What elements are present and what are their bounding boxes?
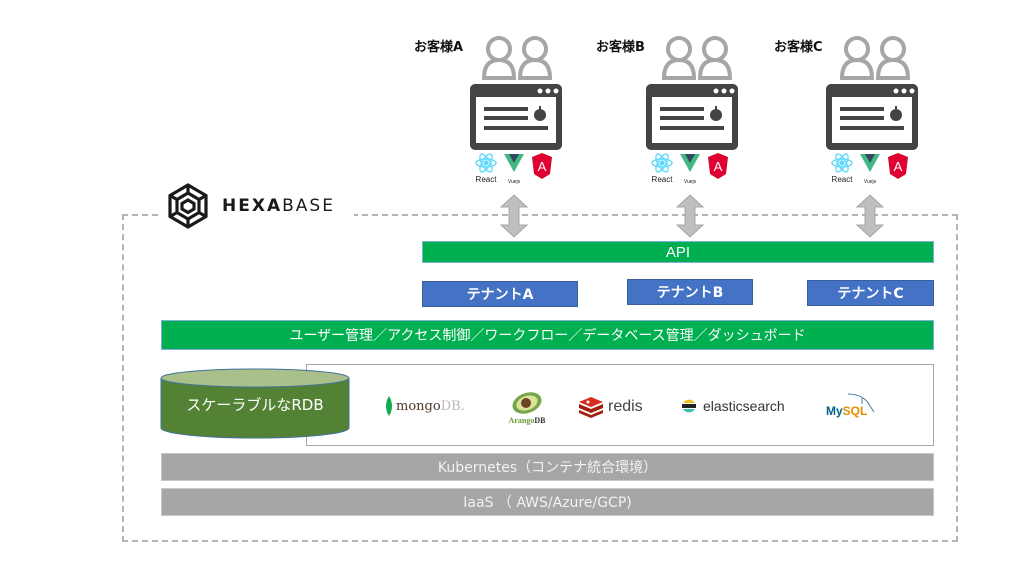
angular-icon: A	[708, 153, 728, 179]
customer-label: お客様A	[414, 40, 464, 55]
vue-icon	[860, 154, 880, 172]
svg-text:Vuejs: Vuejs	[684, 179, 697, 185]
api-layer: API	[422, 241, 934, 263]
svg-text:React: React	[652, 175, 674, 184]
frameworks-a: A React Vuejs	[472, 152, 562, 192]
functions-layer: ユーザー管理／アクセス制御／ワークフロー／データベース管理／ダッシュボード	[161, 320, 934, 350]
svg-text:A: A	[714, 159, 723, 174]
bidirectional-arrow-icon	[856, 194, 884, 238]
vue-icon	[504, 154, 524, 172]
bidirectional-arrow-icon	[676, 194, 704, 238]
customer-b: お客様B	[596, 36, 645, 55]
frameworks-b: A React Vuejs	[648, 152, 738, 192]
redis-cube-icon	[579, 397, 603, 418]
avocado-icon	[512, 392, 542, 414]
elasticsearch-logo: elasticsearch	[681, 398, 785, 414]
arangodb-logo: ArangoDB	[502, 390, 552, 425]
dolphin-icon	[847, 393, 875, 413]
customer-c: お客様C	[774, 36, 823, 55]
tenant-a: テナントA	[422, 281, 578, 307]
iaas-layer: IaaS （ AWS/Azure/GCP)	[161, 488, 934, 516]
bidirectional-arrow-icon	[500, 194, 528, 238]
hexabase-logo-icon	[168, 183, 208, 229]
customer-label: お客様C	[774, 40, 823, 55]
react-icon	[831, 153, 853, 173]
angular-icon: A	[888, 153, 908, 179]
redis-logo: redis	[578, 396, 643, 418]
angular-icon: A	[532, 153, 552, 179]
svg-text:A: A	[894, 159, 903, 174]
kubernetes-layer: Kubernetes（コンテナ統合環境）	[161, 453, 934, 481]
frameworks-c: A React Vuejs	[828, 152, 918, 192]
hexabase-wordmark: HEXABASE	[222, 196, 335, 216]
svg-text:Vuejs: Vuejs	[864, 179, 877, 185]
react-icon	[475, 153, 497, 173]
rdb-label: スケーラブルなRDB	[186, 396, 324, 414]
vue-icon	[680, 154, 700, 172]
svg-text:React: React	[476, 175, 498, 184]
web-app-icon	[646, 84, 738, 150]
users-icon	[481, 36, 553, 80]
web-app-icon	[826, 84, 918, 150]
hexabase-logo: HEXABASE	[160, 178, 354, 234]
customer-label: お客様B	[596, 40, 645, 55]
svg-text:A: A	[538, 159, 547, 174]
web-app-icon	[470, 84, 562, 150]
customer-a: お客様A	[414, 36, 463, 55]
mongodb-leaf-icon	[386, 396, 392, 416]
react-icon	[651, 153, 673, 173]
svg-text:Vuejs: Vuejs	[508, 179, 521, 185]
tenant-c: テナントC	[807, 280, 934, 306]
platform-boundary	[122, 214, 958, 542]
users-icon	[661, 36, 733, 80]
rdb-cylinder-icon	[160, 368, 350, 439]
mysql-logo: MySQL	[826, 393, 875, 418]
database-engines-box	[306, 364, 934, 446]
users-icon	[839, 36, 911, 80]
elasticsearch-icon	[682, 399, 696, 413]
tenant-b: テナントB	[627, 279, 753, 305]
svg-text:React: React	[832, 175, 854, 184]
